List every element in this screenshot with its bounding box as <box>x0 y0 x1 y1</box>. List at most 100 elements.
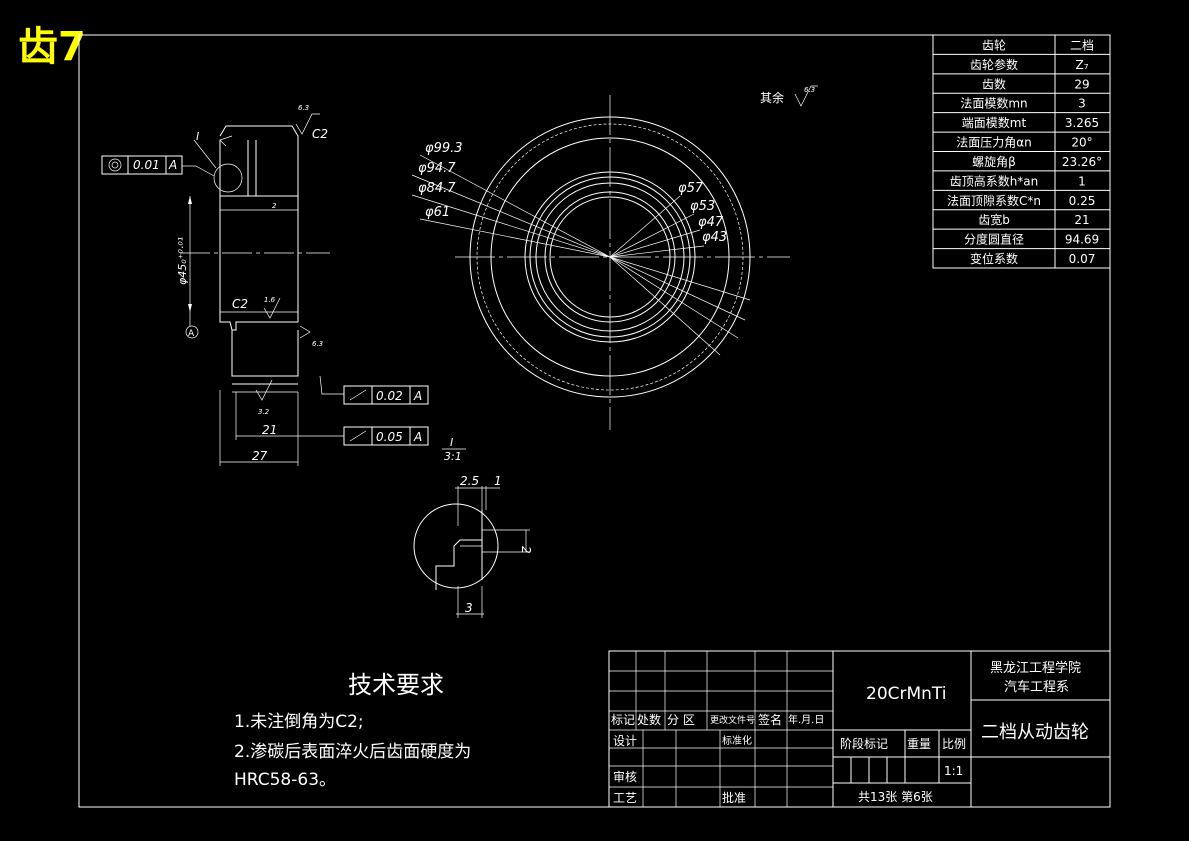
param-value: 29 <box>1074 77 1089 91</box>
datum-label: A <box>188 329 195 339</box>
tech-req-line1: 1.未注倒角为C2; <box>234 712 364 732</box>
param-value: Z₇ <box>1075 58 1088 72</box>
tb-ratio: 比例 <box>942 737 966 751</box>
dim-front-2: φ84.7 <box>418 181 456 196</box>
chamfer-bottom: C2 <box>232 297 248 311</box>
param-name: 齿轮参数 <box>970 57 1018 72</box>
param-value: 23.26° <box>1062 155 1102 169</box>
tb-review: 审核 <box>613 769 637 784</box>
tol2-value: 0.02 <box>376 389 403 403</box>
param-value: 0.07 <box>1069 252 1096 266</box>
tolerance-frame-1 <box>101 155 183 175</box>
rough-bottom: 3.2 <box>258 408 270 416</box>
tolerance-frame-3 <box>343 426 429 446</box>
leader-line <box>609 256 739 339</box>
dim-front-5: φ53 <box>690 199 715 214</box>
leader-line <box>419 218 611 258</box>
param-value: 0.25 <box>1069 194 1096 208</box>
dim-front-3: φ61 <box>425 205 450 220</box>
param-value: 20° <box>1071 136 1092 150</box>
rough-mid: 1.6 <box>264 296 276 304</box>
tb-ratio-val: 1:1 <box>944 764 963 778</box>
chamfer-top: C2 <box>312 127 328 141</box>
roughness-symbol-icon <box>794 85 818 107</box>
tb-approve: 批准 <box>722 790 746 805</box>
param-name: 端面模数mt <box>962 115 1027 130</box>
dim-front-1: φ94.7 <box>418 161 456 176</box>
detail-scale: 3:1 <box>444 450 462 463</box>
bore-dim: φ45₀⁺⁰·⁰¹ <box>176 237 189 285</box>
detail-dim-d: 3 <box>465 601 473 615</box>
param-value: 1 <box>1078 174 1086 188</box>
param-name: 法面压力角αn <box>956 136 1032 150</box>
param-value: 94.69 <box>1065 233 1099 247</box>
width-27: 27 <box>252 449 268 463</box>
drawing-tag: 齿7 <box>18 24 86 70</box>
param-name: 螺旋角β <box>972 155 1016 169</box>
th-docno: 更改文件号 <box>710 714 755 726</box>
leader-line <box>609 256 751 301</box>
param-name: 变位系数 <box>970 251 1018 266</box>
th-zone: 分 区 <box>667 713 695 727</box>
param-name: 齿顶高系数h*an <box>950 173 1039 188</box>
tol3-value: 0.05 <box>376 430 403 444</box>
param-name: 法面顶隙系数C*n <box>947 193 1041 208</box>
tech-req-line3: HRC58-63。 <box>234 770 336 790</box>
detail-label: I <box>450 436 453 449</box>
leader-line <box>609 256 746 321</box>
tb-weight: 重量 <box>907 737 931 751</box>
detail-dim-b: 1 <box>494 474 502 488</box>
tol1-datum: A <box>168 158 177 172</box>
surface-note-roughness: 6.3 <box>804 86 815 94</box>
leader-line <box>609 213 695 258</box>
tb-process: 工艺 <box>613 791 637 805</box>
leader-line <box>609 245 705 258</box>
detail-ref: I <box>196 130 199 143</box>
tb-design: 设计 <box>613 734 637 748</box>
tb-standard: 标准化 <box>722 734 752 747</box>
part-name: 二档从动齿轮 <box>981 722 1089 743</box>
param-name: 齿宽b <box>978 212 1010 227</box>
param-name: 法面模数mn <box>960 96 1027 111</box>
dim-front-7: φ43 <box>702 230 727 245</box>
tb-stage: 阶段标记 <box>840 736 888 751</box>
detail-dim-a: 2.5 <box>460 474 479 488</box>
front-view <box>411 95 790 430</box>
leader-line <box>609 229 701 258</box>
leader-line <box>609 256 721 356</box>
th-mark: 标记 <box>611 713 635 727</box>
param-name: 齿轮 <box>982 38 1006 52</box>
title-block <box>608 650 1111 808</box>
leader-line <box>411 194 611 258</box>
param-value: 21 <box>1074 213 1089 227</box>
dim-front-0: φ99.3 <box>425 141 463 156</box>
param-value: 3.265 <box>1065 116 1099 130</box>
tb-sheets: 共13张 第6张 <box>858 790 933 804</box>
dept-name: 汽车工程系 <box>1004 679 1069 695</box>
dim-front-4: φ57 <box>678 181 704 196</box>
tolerance-frame-2 <box>343 385 429 405</box>
drawing-frame <box>78 34 1111 808</box>
small-dim: 2 <box>272 202 277 210</box>
rough-top: 6.3 <box>298 104 309 112</box>
leader-line <box>419 154 611 258</box>
leader-line <box>609 195 681 258</box>
rough-side: 6.3 <box>312 340 323 348</box>
tech-req-title: 技术要求 <box>348 671 444 699</box>
dim-front-6: φ47 <box>698 215 724 230</box>
th-count: 处数 <box>637 712 661 727</box>
section-view <box>180 113 344 466</box>
tech-req-line2: 2.渗碳后表面淬火后齿面硬度为 <box>234 742 471 762</box>
leader-line <box>411 174 611 258</box>
school-name: 黑龙江工程学院 <box>990 660 1081 676</box>
detail-view <box>413 486 530 618</box>
tol2-datum: A <box>413 389 422 403</box>
tol3-datum: A <box>413 430 422 444</box>
param-name: 分度圆直径 <box>964 232 1024 247</box>
param-value: 二档 <box>1070 38 1094 52</box>
param-name: 齿数 <box>982 76 1006 91</box>
param-value: 3 <box>1078 97 1086 111</box>
detail-dim-c: 2 <box>519 546 533 554</box>
